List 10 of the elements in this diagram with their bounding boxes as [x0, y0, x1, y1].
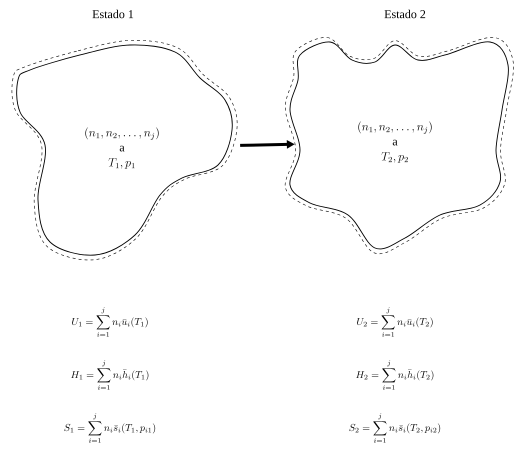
- equation: $U_2 = \sum_{i=1}^{j} n_i \bar{u}_i(T_2)$: [357, 307, 433, 337]
- system-drawing: $(n_1, n_2, \ldots, n_j)$ a $T_2, p_2$: [284, 37, 514, 254]
- state-title: Estado 1: [92, 10, 134, 18]
- equation: $U_1 = \sum_{i=1}^{j} n_i \bar{u}_i(T_1)$: [72, 307, 148, 337]
- state-title: Estado 2: [384, 10, 426, 18]
- system-drawing: $(n_1, n_2, \ldots, n_j)$ a $T_1, p_1$: [12, 40, 238, 260]
- equation: $H_2 = \sum_{i=1}^{j} n_i \bar{h}_i(T_2)$: [356, 360, 434, 390]
- equation: $S_1 = \sum_{i=1}^{j} n_i \bar{s}_i(T_1, p_{i1})$: [64, 413, 156, 443]
- equation: $H_1 = \sum_{i=1}^{j} n_i \bar{h}_i(T_1)$: [71, 360, 148, 390]
- equation: $S_2 = \sum_{i=1}^{j} n_i \bar{s}_i(T_2, p_{i2})$: [349, 413, 440, 443]
